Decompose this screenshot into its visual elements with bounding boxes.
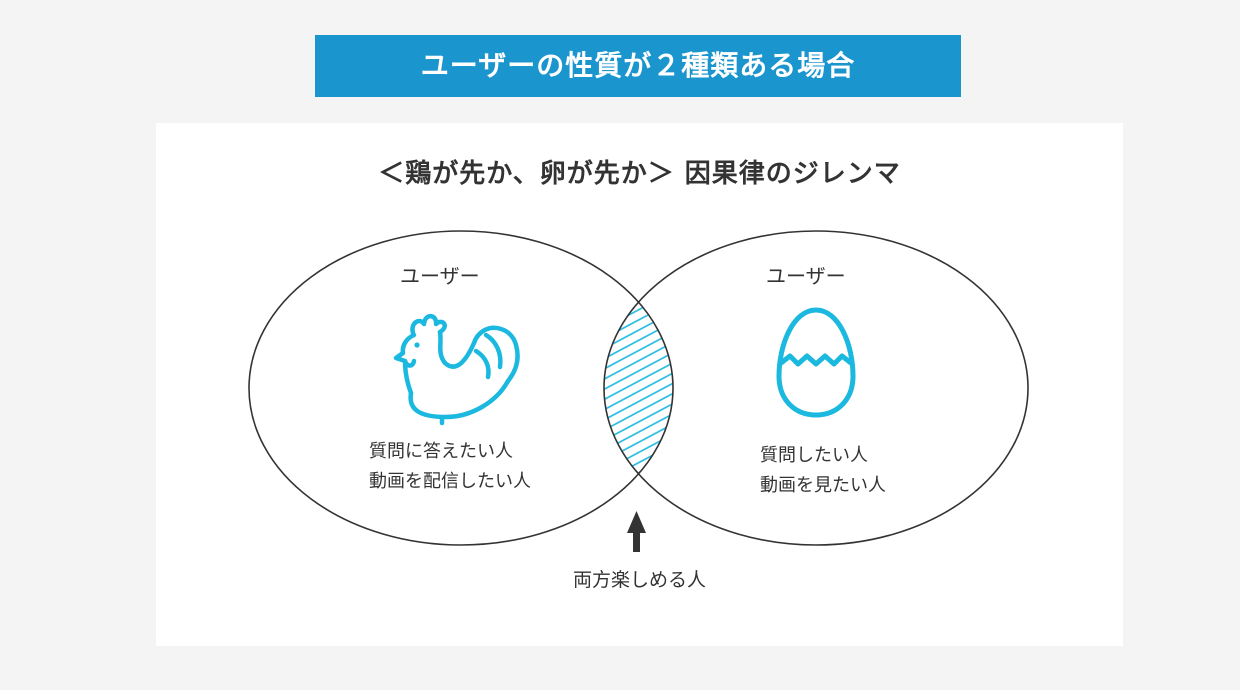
diagram-card: ＜鶏が先か、卵が先か＞ 因果律のジレンマ — [156, 123, 1123, 646]
right-set-description: 質問したい人 動画を見たい人 — [760, 441, 886, 501]
venn-diagram — [248, 230, 1029, 552]
right-set-label: ユーザー — [766, 264, 846, 288]
right-set-circle — [603, 230, 1029, 546]
left-set-line: 動画を配信したい人 — [369, 471, 531, 492]
left-set-label: ユーザー — [400, 264, 480, 288]
intersection-label: 両方楽しめる人 — [572, 569, 706, 591]
page-title: ユーザーの性質が２種類ある場合 — [420, 49, 856, 82]
left-set-circle — [248, 230, 674, 546]
right-set-line: 動画を見たい人 — [760, 475, 886, 496]
left-set-description: 質問に答えたい人 動画を配信したい人 — [369, 437, 531, 497]
left-set-line: 質問に答えたい人 — [369, 441, 513, 462]
chicken-icon — [393, 313, 520, 426]
right-set-line: 質問したい人 — [760, 445, 868, 466]
egg-icon — [776, 307, 856, 418]
page-title-banner: ユーザーの性質が２種類ある場合 — [315, 35, 961, 97]
up-arrow-icon — [627, 511, 646, 552]
diagram-subtitle: ＜鶏が先か、卵が先か＞ 因果律のジレンマ — [378, 159, 901, 189]
chicken-eye — [414, 342, 420, 348]
